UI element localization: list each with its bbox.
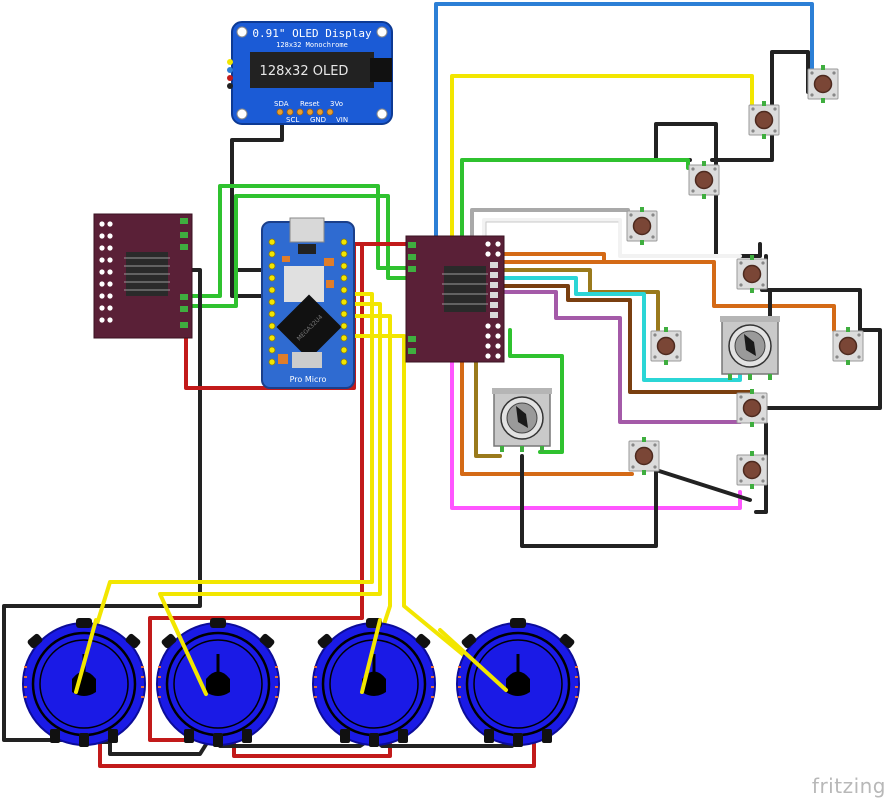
tactile-button[interactable]: [688, 160, 720, 200]
tactile-button[interactable]: [626, 206, 658, 246]
wire-orange-mid[interactable]: [496, 252, 606, 264]
tactile-button[interactable]: [807, 64, 839, 104]
oled-subtitle: 128x32 Monochrome: [276, 41, 348, 49]
wire-blue[interactable]: [434, 2, 814, 294]
oled-pin-scl: SCL: [286, 116, 299, 124]
wire-black-right[interactable]: [760, 288, 862, 332]
wire-black-bottom[interactable]: [520, 454, 752, 548]
wire-black-right-3[interactable]: [754, 422, 768, 514]
tactile-button[interactable]: [736, 450, 768, 490]
tactile-buttons: [626, 64, 864, 490]
oled-pin-labels-bottom: SCL GND VIN: [286, 116, 348, 124]
wire-red-bottom[interactable]: [98, 742, 536, 768]
wire-white[interactable]: [482, 218, 742, 258]
oled-title: 0.91" OLED Display: [252, 27, 372, 40]
encoder-wire-ends: [74, 618, 508, 696]
oled-pin-3vo: 3Vo: [330, 100, 343, 108]
rotary-potentiometer[interactable]: [719, 315, 781, 381]
wire-red-down[interactable]: [148, 242, 364, 742]
rotary-potentiometer[interactable]: [491, 387, 553, 453]
pro-micro-board[interactable]: MEGA32U4 Pro Micro: [261, 217, 355, 389]
wire-yellow-button[interactable]: [450, 74, 754, 272]
tactile-button[interactable]: [832, 326, 864, 366]
wire-black-oled-2[interactable]: [230, 148, 272, 272]
wire-red-bottom-2[interactable]: [232, 742, 392, 758]
wire-yellow-enc4[interactable]: [344, 334, 508, 692]
wire-green-pot[interactable]: [508, 328, 564, 454]
pro-micro-label: Pro Micro: [290, 375, 327, 384]
wire-black-oled[interactable]: [230, 110, 284, 298]
wire-cyan[interactable]: [496, 276, 742, 382]
wire-black-buttons-2[interactable]: [710, 130, 774, 162]
tactile-button[interactable]: [628, 436, 660, 476]
wire-green-top-2[interactable]: [188, 194, 420, 308]
fritzing-watermark: fritzing: [811, 774, 886, 798]
oled-pin-gnd: GND: [310, 116, 326, 124]
tactile-button[interactable]: [650, 326, 682, 366]
oled-screen-text: 128x32 OLED: [260, 64, 349, 79]
wire-orange-right[interactable]: [496, 260, 836, 332]
wire-yellow-enc1[interactable]: [74, 292, 374, 694]
rotary-encoder[interactable]: [155, 616, 281, 749]
wire-purple[interactable]: [496, 290, 742, 424]
usb-connector: [289, 217, 325, 243]
rotary-encoder[interactable]: [455, 616, 581, 749]
wire-green-button[interactable]: [460, 158, 690, 270]
oled-pin-sda: SDA: [274, 100, 289, 108]
oled-pin-reset: Reset: [300, 100, 320, 108]
oled-pin-labels-top: SDA Reset 3Vo: [274, 100, 343, 108]
io-expander-breakout[interactable]: [405, 235, 505, 363]
oled-pin-vin: VIN: [336, 116, 348, 124]
tactile-button[interactable]: [736, 388, 768, 428]
oled-display[interactable]: 0.91" OLED Display 128x32 Monochrome 128…: [227, 21, 393, 125]
wire-green-top[interactable]: [188, 184, 420, 298]
tactile-button[interactable]: [736, 254, 768, 294]
rotary-potentiometers: [491, 315, 781, 453]
tactile-button[interactable]: [748, 100, 780, 140]
wire-white-outline: [485, 221, 619, 247]
wire-olive-pot[interactable]: [474, 316, 502, 458]
multiplexer-breakout[interactable]: [93, 213, 193, 339]
rotary-encoder[interactable]: [21, 616, 147, 749]
